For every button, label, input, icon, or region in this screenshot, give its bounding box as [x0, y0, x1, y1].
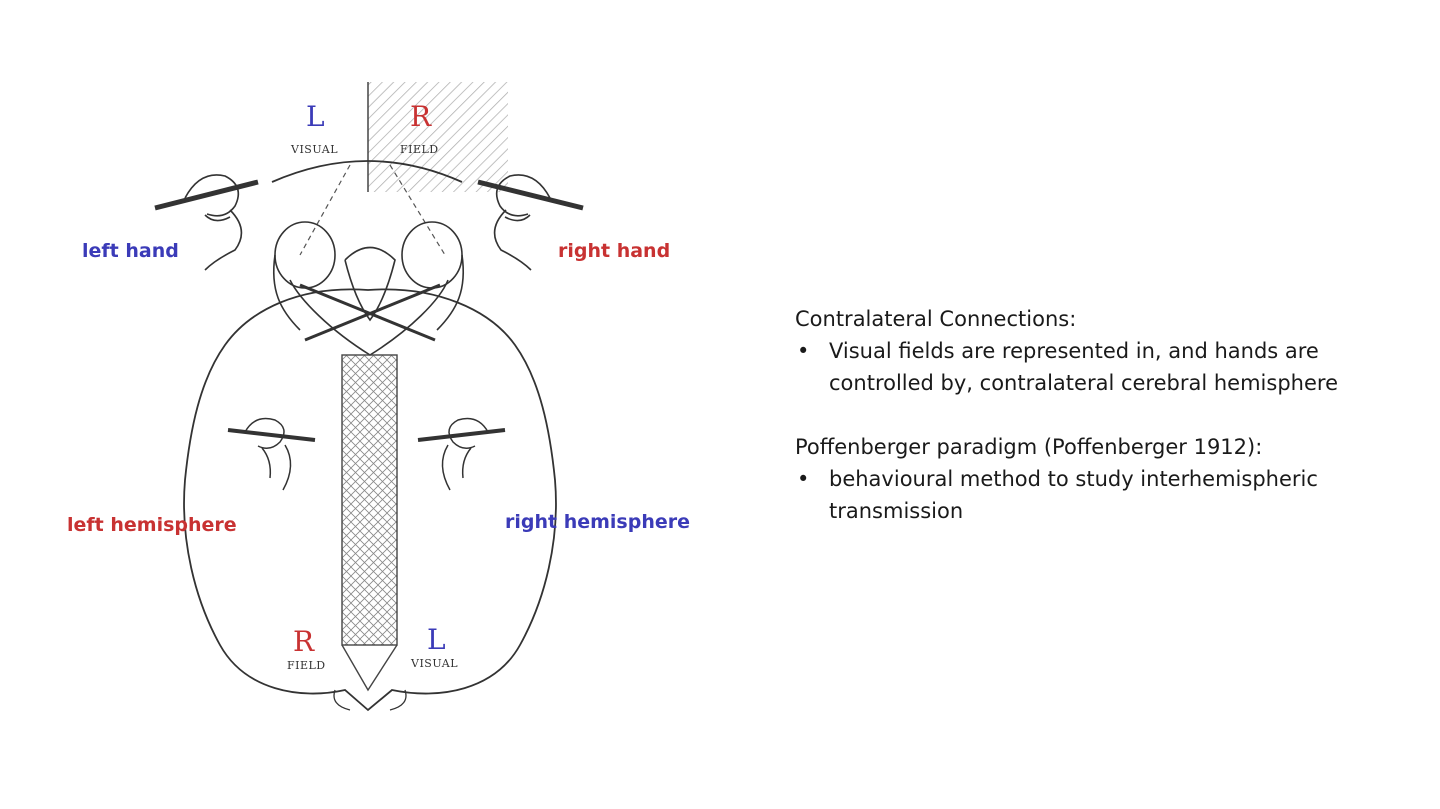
left-hemisphere-label: left hemisphere [67, 514, 237, 536]
section-contralateral: Contralateral Connections: Visual fields… [795, 303, 1395, 399]
section-heading: Poffenberger paradigm (Poffenberger 1912… [795, 435, 1263, 459]
bullet-item: behavioural method to study interhemisph… [795, 463, 1349, 527]
top-right-hand-drawing [477, 174, 584, 271]
bullet-item: Visual fields are represented in, and ha… [795, 335, 1349, 399]
optic-region [272, 221, 465, 356]
bottom-visual-word: VISUAL [411, 657, 459, 670]
brain-illustration [154, 82, 584, 712]
bottom-left-field-letter: R [293, 625, 315, 658]
top-left-visual-field-letter: L [306, 100, 325, 133]
brain-outline [183, 288, 557, 712]
text-panel: Contralateral Connections: Visual fields… [795, 303, 1395, 559]
top-visual-word: VISUAL [291, 143, 339, 156]
right-hemisphere-label: right hemisphere [505, 511, 691, 533]
bottom-field-word: FIELD [287, 659, 326, 672]
section-poffenberger: Poffenberger paradigm (Poffenberger 1912… [795, 431, 1395, 527]
right-hemisphere-hand-drawing [417, 417, 506, 491]
visual-field-arc [271, 160, 463, 183]
brain-diagram: L R VISUAL FIELD R L FIELD VISUAL left h… [67, 82, 691, 712]
bullet-list: behavioural method to study interhemisph… [795, 463, 1395, 527]
corpus-callosum [341, 354, 398, 646]
right-visual-field-hatch [368, 82, 508, 192]
left-hand-label: left hand [82, 240, 179, 262]
section-heading: Contralateral Connections: [795, 307, 1077, 331]
top-right-visual-field-letter: R [410, 100, 432, 133]
top-field-word: FIELD [400, 143, 439, 156]
bullet-list: Visual fields are represented in, and ha… [795, 335, 1395, 399]
right-hand-label: right hand [558, 240, 671, 262]
left-hemisphere-hand-drawing [227, 417, 316, 491]
top-left-hand-drawing [154, 174, 259, 271]
bottom-right-field-letter: L [427, 623, 446, 656]
